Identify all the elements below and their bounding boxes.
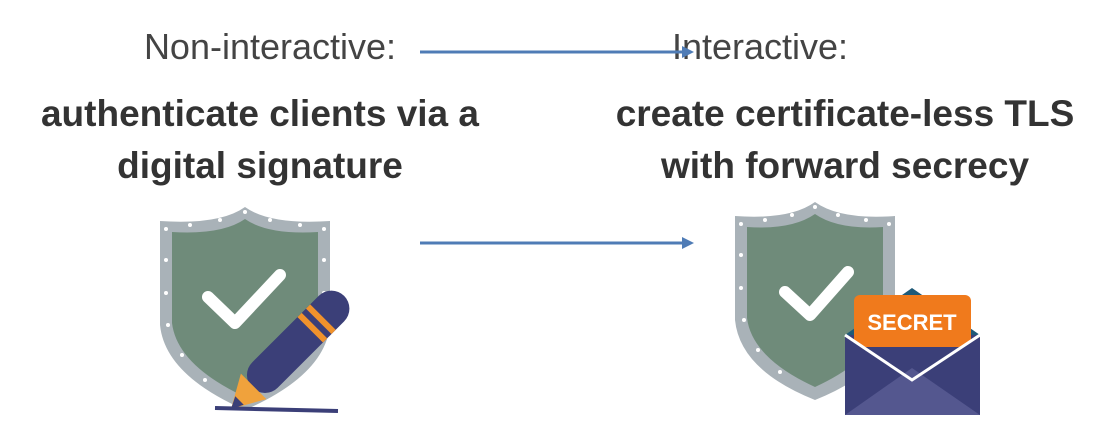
non-interactive-label: Non-interactive:	[143, 26, 397, 67]
shield-signature-icon	[160, 205, 405, 425]
left-description-line1: authenticate clients via a	[40, 93, 479, 134]
interactive-label: Interactive:	[671, 26, 849, 67]
left-description-line2: digital signature	[117, 145, 403, 186]
secret-tag-text: SECRET	[867, 310, 957, 335]
right-description-line1: create certificate-less TLS	[615, 93, 1075, 134]
middle-arrow	[420, 237, 694, 249]
left-description: authenticate clients via a digital signa…	[0, 88, 520, 192]
shield-secret-envelope-icon: SECRET	[730, 200, 990, 425]
right-description-line2: with forward secrecy	[660, 145, 1030, 186]
top-arrow	[420, 46, 694, 58]
right-description: create certificate-less TLS with forward…	[575, 88, 1115, 192]
